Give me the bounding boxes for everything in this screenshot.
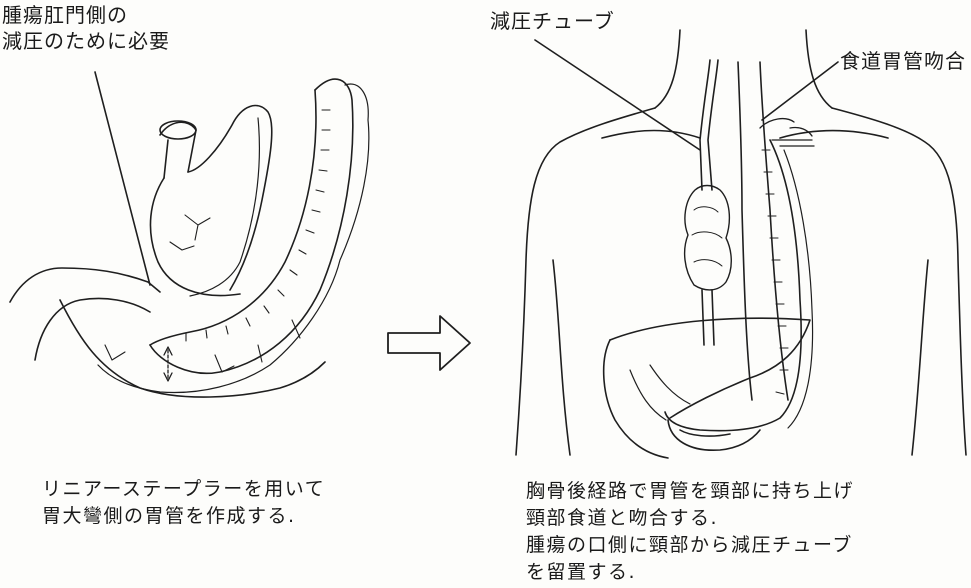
right-caption: 胸骨後経路で胃管を頸部に持ち上げ 頸部食道と吻合する. 腫瘍の口側に頸部から減圧…	[526, 478, 854, 586]
gastric-tube-inner	[150, 90, 316, 345]
staple-ticks-right	[762, 150, 788, 394]
right-caption-line: 腫瘍の口側に頸部から減圧チューブ	[526, 532, 854, 559]
stomach-lower-curve	[60, 300, 325, 397]
stomach-illustration	[10, 72, 369, 397]
left-top-label-line2: 減圧のために必要	[2, 28, 170, 54]
clavicle-right	[780, 131, 888, 139]
anastomosis-leader-line	[762, 62, 838, 120]
tube-lower	[702, 290, 714, 345]
left-leader-line	[95, 72, 150, 285]
right-caption-line: を留置する.	[526, 559, 854, 586]
arm-line-right	[912, 260, 928, 455]
gastric-tube-column	[738, 62, 788, 400]
residual-stomach	[150, 106, 271, 296]
right-caption-line: 頸部食道と吻合する.	[526, 505, 854, 532]
right-arrow-icon	[388, 316, 470, 370]
torso-illustration	[516, 30, 966, 458]
right-caption-line: 胸骨後経路で胃管を頸部に持ち上げ	[526, 478, 854, 505]
gastric-tube-outer	[150, 79, 353, 373]
tube-leader-line	[535, 40, 700, 150]
staple-ticks	[186, 110, 330, 341]
decompression-tube	[700, 60, 718, 190]
left-caption-line: 胃大彎側の胃管を作成する.	[42, 503, 325, 530]
left-top-label: 腫瘍肛門側の 減圧のために必要	[2, 2, 170, 54]
staple-line-residual	[190, 118, 259, 296]
esophagus-opening	[160, 121, 196, 139]
arm-line-left	[553, 260, 570, 455]
body-outline-left	[516, 108, 655, 455]
gastric-tube-wide	[665, 140, 801, 431]
left-top-label-line1: 腫瘍肛門側の	[2, 2, 170, 28]
body-outline-right	[832, 108, 966, 455]
liver-left	[604, 340, 668, 458]
duodenum-outline	[10, 268, 160, 302]
esophagus-stump	[160, 122, 196, 178]
decompression-tube-label: 減圧チューブ	[490, 8, 615, 34]
duodenum-inner	[35, 299, 150, 361]
lower-stomach	[668, 420, 760, 450]
tumor-texture	[692, 207, 722, 266]
left-caption: リニアーステープラーを用いて 胃大彎側の胃管を作成する.	[42, 476, 325, 530]
tumor-mass	[685, 186, 732, 290]
clavicle-left	[602, 131, 700, 139]
left-caption-line: リニアーステープラーを用いて	[42, 476, 325, 503]
neck-left	[655, 30, 680, 108]
anastomosis-label: 食道胃管吻合	[840, 48, 966, 74]
